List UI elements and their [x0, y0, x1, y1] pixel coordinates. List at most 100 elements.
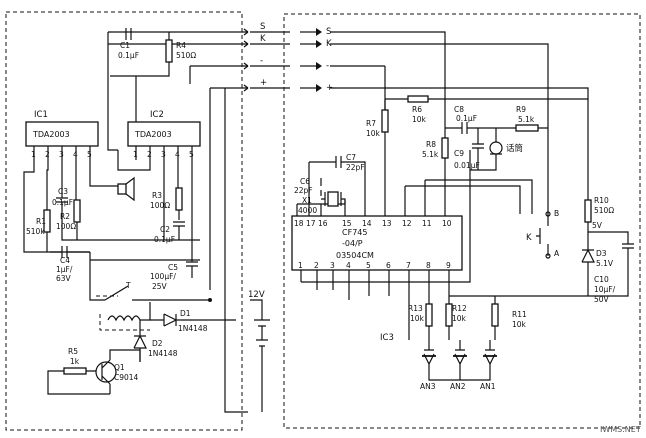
r4-resistor: [110, 32, 173, 77]
r6-ref: R6: [412, 105, 422, 114]
plus-rail: [330, 87, 589, 99]
r6-value: 10k: [412, 115, 427, 124]
ic3-pin-18: 18: [294, 219, 304, 228]
r1-ref: R1: [36, 217, 46, 226]
ic1-pin-5: 5: [87, 150, 92, 159]
c4-value: 1μF/: [56, 265, 73, 274]
r11-ref: R11: [512, 310, 527, 319]
connector-label-plus-left: +: [260, 78, 267, 88]
r8-value: 5.1k: [422, 150, 439, 159]
c5-ref: C5: [168, 263, 178, 272]
r8-ref: R8: [426, 140, 436, 149]
ic1-name: TDA2003: [32, 130, 70, 139]
c8-value: 0.1μF: [456, 114, 477, 123]
microphone-icon: [470, 128, 503, 171]
c2-ref: C2: [160, 225, 170, 234]
ic3-pin-13: 13: [382, 219, 392, 228]
connector-label-k-right: K: [326, 39, 332, 49]
r5-value: 1k: [70, 357, 80, 366]
ground-bus: [61, 200, 200, 241]
c10-ref: C10: [594, 275, 609, 284]
connector-label-s-left: S: [260, 22, 265, 32]
c2-capacitor: [173, 221, 185, 240]
r10-value: 510Ω: [594, 206, 614, 215]
q1-ref: Q1: [114, 363, 125, 372]
ic2-pin-5: 5: [189, 150, 194, 159]
c10-capacitor: [449, 243, 634, 297]
k-switch-pos-a: A: [554, 249, 560, 258]
c4-capacitor: [50, 246, 90, 258]
k-switch-ref: K: [526, 233, 532, 243]
x1-value: 4000: [298, 206, 317, 215]
watermark: IWMS.NET: [600, 425, 641, 434]
d1-diode: [150, 313, 210, 327]
s-rail: [330, 31, 446, 150]
r5-ref: R5: [68, 347, 78, 356]
r1-resistor: [23, 160, 90, 253]
c5-rating: 25V: [152, 282, 168, 291]
r11-value: 10k: [512, 320, 527, 329]
ic2-ref: IC2: [150, 110, 164, 120]
relay-ref: T: [125, 281, 131, 290]
c3-capacitor: [56, 190, 68, 212]
r4-value: 510Ω: [176, 51, 196, 60]
c10-value: 10μF/: [594, 285, 616, 294]
r12-ref: R12: [452, 304, 467, 313]
c9-value: 0.01μF: [454, 161, 480, 170]
d2-diode: [133, 320, 147, 362]
q1-value: C9014: [114, 373, 139, 382]
ic3-pin-15: 15: [342, 219, 352, 228]
c9-ref: C9: [454, 149, 464, 158]
c10-rating: 50V: [594, 295, 610, 304]
x1-ref: X1: [302, 196, 312, 205]
connector-label-minus-right: -: [326, 61, 329, 71]
c3-value: 0.1μF: [52, 198, 73, 207]
connector-label-plus-right: +: [326, 83, 333, 93]
ic3-pin-2: 2: [314, 261, 319, 270]
ic1-pin-4: 4: [73, 150, 78, 159]
k-switch[interactable]: [536, 211, 551, 259]
an1-button[interactable]: [483, 340, 497, 376]
r12-resistor: [445, 300, 453, 340]
ic3-pin-9: 9: [446, 261, 451, 270]
ic2-pin-1: 1: [133, 150, 138, 159]
r9-resistor: [510, 124, 548, 132]
mic-label: 话筒: [506, 143, 523, 154]
c5-value: 100μF/: [150, 272, 176, 281]
x1-crystal: [321, 191, 346, 207]
k-switch-pos-b: B: [554, 209, 559, 218]
ic2-name: TDA2003: [134, 130, 172, 139]
c1-capacitor: [107, 28, 132, 151]
ic3-pin-8: 8: [426, 261, 431, 270]
ic3-pin-7: 7: [406, 261, 411, 270]
ic1-ref: IC1: [34, 110, 48, 120]
c6-ref: C6: [300, 177, 310, 186]
r3-value: 100Ω: [150, 201, 170, 210]
ic3-pin-6: 6: [386, 261, 391, 270]
c1-value: 0.1μF: [118, 51, 139, 60]
r13-resistor: [408, 296, 433, 340]
an3-button[interactable]: [422, 340, 436, 376]
c3-ref: C3: [58, 187, 68, 196]
c8-ref: C8: [454, 105, 464, 114]
button-common-rail: [428, 376, 491, 381]
c8-capacitor: [445, 122, 510, 134]
r7-ref: R7: [366, 119, 376, 128]
d1-ref: D1: [180, 309, 191, 318]
c4-rating: 63V: [56, 274, 72, 283]
connector-label-k-left: K: [260, 34, 266, 44]
ic1-pin-3: 3: [59, 150, 64, 159]
ic1-chip: [25, 121, 99, 190]
ic3-ref: IC3: [380, 333, 394, 343]
right-board-terminals: [300, 28, 322, 92]
ic1-pin-2: 2: [45, 150, 50, 159]
c6-value: 22pF: [294, 186, 313, 195]
ic3-pin-10: 10: [442, 219, 452, 228]
c7-ref: C7: [346, 153, 356, 162]
ic2-pin-4: 4: [175, 150, 180, 159]
ic3-line3: 03504CM: [336, 251, 374, 260]
an2-button[interactable]: [453, 340, 467, 376]
ic3-pin-17: 17: [306, 219, 316, 228]
ic3-pin-4: 4: [346, 261, 351, 270]
r12-value: 10k: [452, 314, 467, 323]
